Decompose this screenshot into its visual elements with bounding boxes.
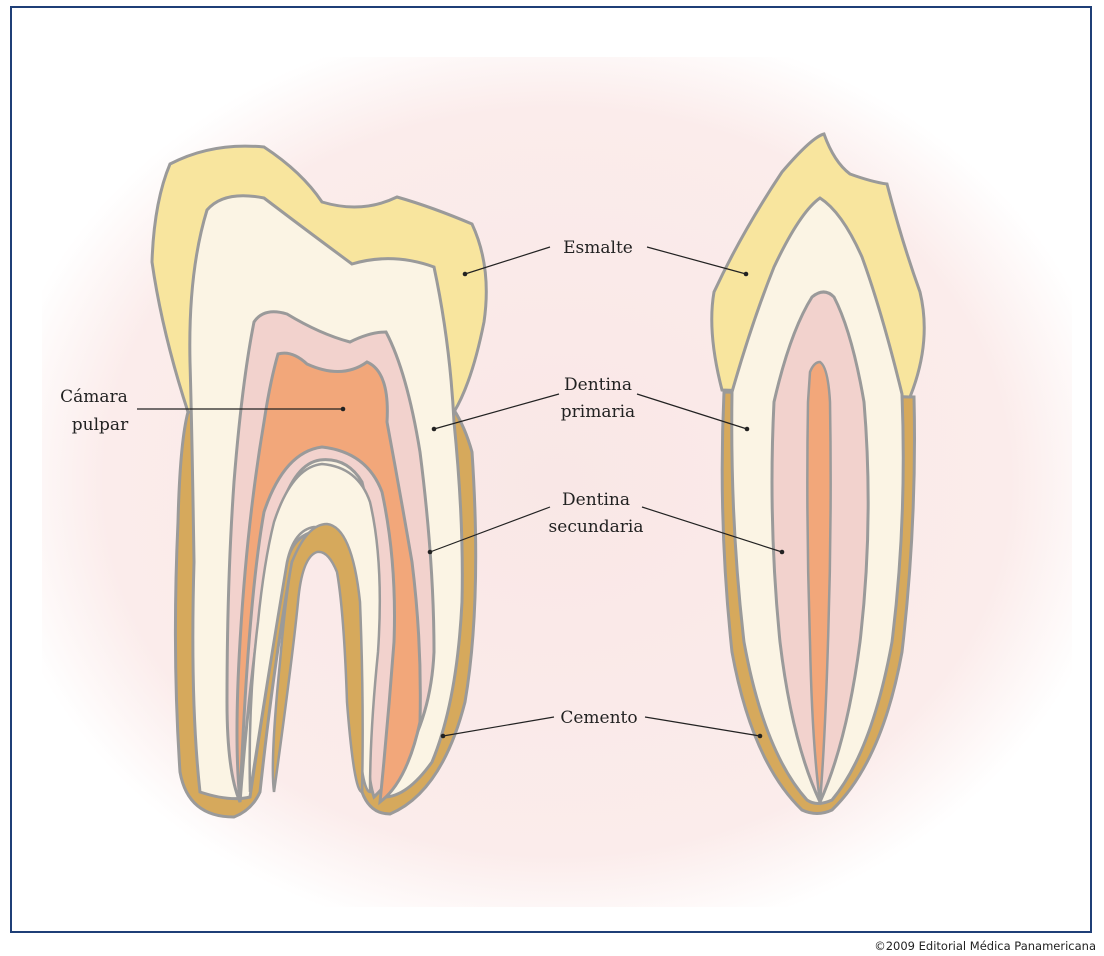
dentina-secundaria-dot-right	[779, 549, 785, 555]
cemento-leader-left	[442, 716, 555, 737]
diagram-frame: Esmalte Cámara pulpar Dentina primaria D…	[10, 6, 1092, 933]
cemento-dot-right	[757, 733, 763, 739]
dentina-secundaria-leader-left	[429, 506, 551, 553]
cemento-label: Cemento	[560, 708, 637, 728]
copyright-notice: ©2009 Editorial Médica Panamericana	[874, 939, 1096, 953]
tooth-anatomy-diagram: Esmalte Cámara pulpar Dentina primaria D…	[12, 8, 1090, 931]
molar-furcation-cementum	[271, 522, 364, 794]
esmalte-dot-right	[743, 271, 749, 277]
dentina-primaria-dot-left	[431, 426, 437, 432]
dentina-secundaria-dot-left	[427, 549, 433, 555]
esmalte-leader-left	[464, 246, 551, 275]
cemento-leader-right	[644, 716, 761, 737]
dentina-primaria-dot-right	[744, 426, 750, 432]
dentina-primaria-leader-right	[636, 393, 748, 430]
incisor-tooth	[710, 132, 926, 815]
camara-pulpar-label-line1: Cámara	[60, 387, 128, 407]
camara-pulpar-label-line2: pulpar	[72, 415, 129, 435]
leader-lines	[137, 246, 783, 737]
dentina-secundaria-label-line2: secundaria	[549, 517, 644, 537]
camara-pulpar-dot	[340, 406, 346, 412]
dentina-primaria-label-line1: Dentina	[564, 375, 632, 395]
esmalte-label: Esmalte	[563, 238, 633, 258]
incisor-pulp	[806, 360, 832, 803]
dentina-secundaria-leader-right	[641, 506, 783, 553]
dentina-primaria-label-line2: primaria	[561, 402, 635, 422]
cemento-dot-left	[440, 733, 446, 739]
leader-dots	[340, 271, 785, 739]
molar-tooth	[150, 144, 488, 819]
esmalte-leader-right	[646, 246, 747, 275]
esmalte-dot-left	[462, 271, 468, 277]
molar-pulp	[235, 351, 422, 806]
dentina-secundaria-label-line1: Dentina	[562, 490, 630, 510]
dentina-primaria-leader-left	[433, 393, 560, 430]
